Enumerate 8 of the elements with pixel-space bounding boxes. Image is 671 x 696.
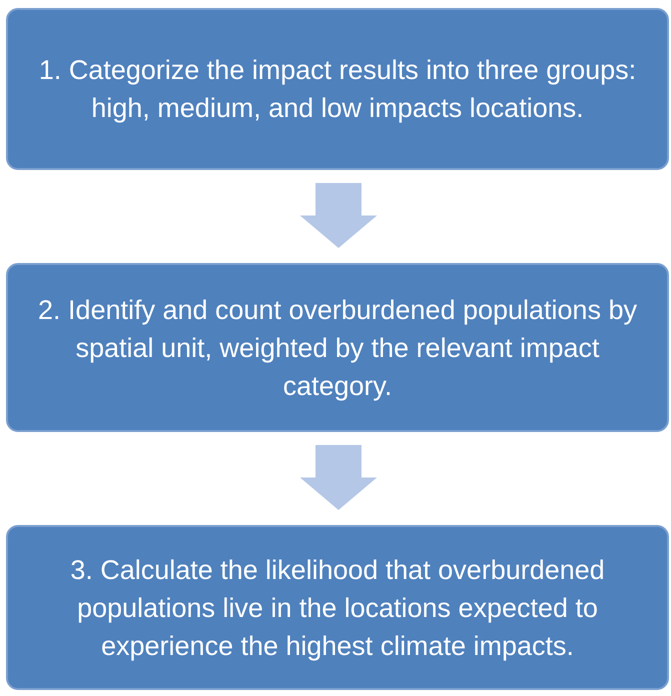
step-text: 2. Identify and count overburdened populations by spatial unit, weighted by the relevant impact category. — [37, 294, 638, 403]
down-arrow — [300, 445, 377, 510]
step-text: 1. Categorize the impact results into three groups: high, medium, and low impacts locations. — [38, 54, 638, 125]
process-box — [6, 8, 669, 170]
process-box — [6, 525, 669, 690]
process-box — [6, 263, 669, 432]
step-text: 3. Calculate the likelihood that overburdened populations live in the locations expected to experience the highest climate impacts. — [69, 554, 606, 663]
down-arrow — [300, 183, 377, 248]
